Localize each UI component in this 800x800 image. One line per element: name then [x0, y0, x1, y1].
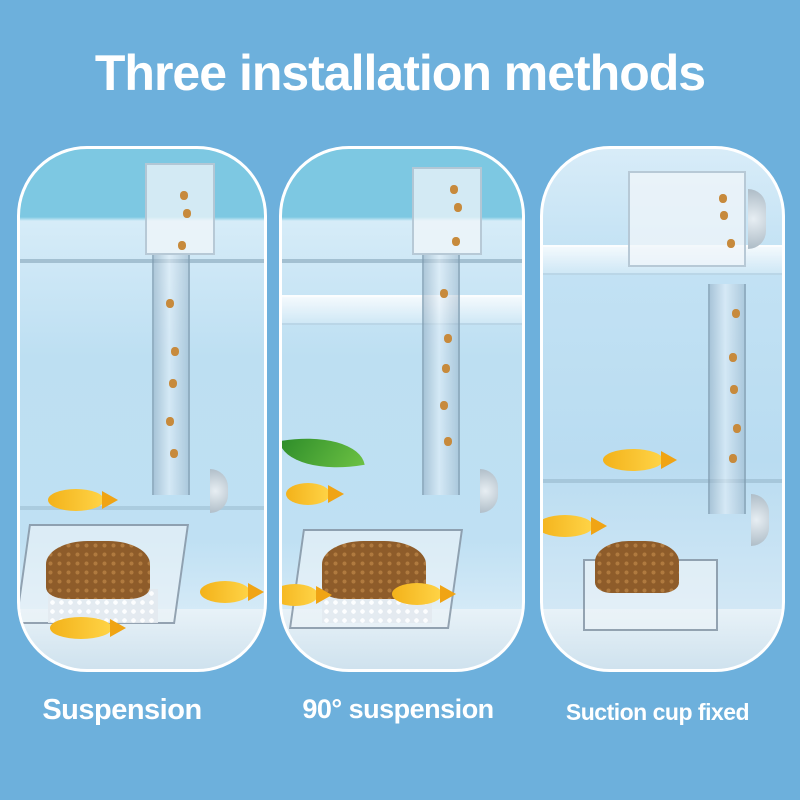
fish: [50, 617, 126, 639]
pellet: [166, 299, 174, 308]
tank-rim: [282, 259, 522, 263]
fish-food-pile: [595, 541, 679, 593]
tank-back-edge: [543, 479, 782, 483]
pellet: [720, 211, 728, 220]
pellet: [444, 334, 452, 343]
feeder-hopper: [145, 163, 215, 255]
pellet: [183, 209, 191, 218]
panel-suction-cup-image: [540, 146, 785, 672]
suction-cup-bottom: [751, 494, 769, 546]
glass-shelf: [282, 295, 522, 325]
pellet: [452, 237, 460, 246]
pellet: [727, 239, 735, 248]
pellet: [729, 454, 737, 463]
fish: [48, 489, 118, 511]
panel-90-suspension-image: [279, 146, 525, 672]
fish-food-pile: [322, 541, 426, 599]
fish: [286, 483, 344, 505]
page-title: Three installation methods: [94, 45, 706, 101]
pellet: [178, 241, 186, 250]
plant-leaf: [282, 427, 365, 479]
pellet: [730, 385, 738, 394]
pellet: [166, 417, 174, 426]
pellet: [729, 353, 737, 362]
tank-back-edge: [20, 506, 264, 510]
pellet: [170, 449, 178, 458]
fish: [543, 515, 607, 537]
pellet: [450, 185, 458, 194]
pellet: [732, 309, 740, 318]
tank-rim: [20, 259, 264, 263]
suction-cup-top: [748, 189, 766, 249]
pellet: [440, 289, 448, 298]
pellet: [733, 424, 741, 433]
fish: [603, 449, 677, 471]
fish: [392, 583, 456, 605]
feeder-tube: [708, 284, 746, 514]
suction-cup: [480, 469, 498, 513]
panel-suspension-image: [17, 146, 267, 672]
pellet: [442, 364, 450, 373]
pellet: [454, 203, 462, 212]
pellet: [169, 379, 177, 388]
fish: [282, 584, 332, 606]
feeder-hopper: [628, 171, 746, 267]
label-suction-cup-fixed: Suction cup fixed: [565, 699, 750, 725]
fish: [200, 581, 264, 603]
feeder-hopper: [412, 167, 482, 255]
pellet: [444, 437, 452, 446]
pellet: [171, 347, 179, 356]
suction-cup: [210, 469, 228, 513]
label-suspension: Suspension: [42, 694, 202, 726]
feeder-tube: [152, 255, 190, 495]
fish-food-pile: [46, 541, 150, 599]
label-90-suspension: 90° suspension: [302, 694, 494, 724]
pellet: [440, 401, 448, 410]
pellet: [719, 194, 727, 203]
pellet: [180, 191, 188, 200]
